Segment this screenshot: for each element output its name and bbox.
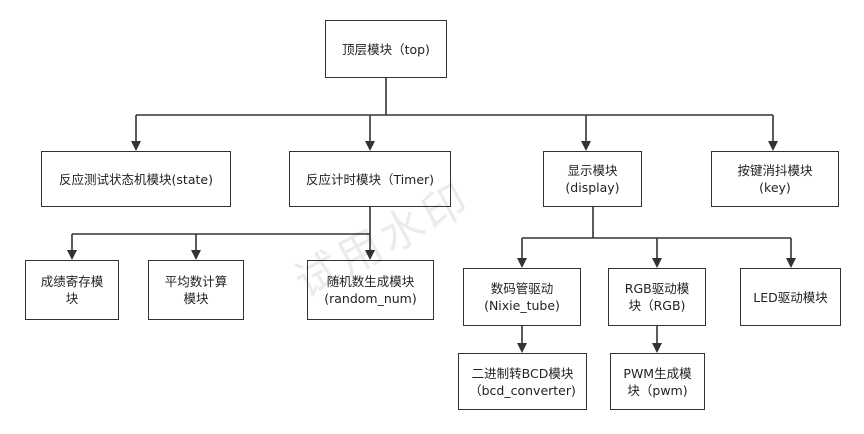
edge-top-bus: [135, 78, 774, 143]
node-state: 反应测试状态机模块(state): [41, 151, 231, 207]
arrow-nixie: [517, 258, 527, 268]
node-pwm: PWM生成模 块（pwm): [610, 353, 705, 410]
arrow-random: [365, 250, 375, 260]
node-bcd: 二进制转BCD模块 （bcd_converter): [458, 353, 587, 410]
node-timer: 反应计时模块（Timer): [289, 151, 451, 207]
arrow-score: [67, 250, 77, 260]
node-rgb: RGB驱动模 块（RGB): [608, 268, 706, 326]
node-top: 顶层模块（top): [325, 20, 447, 78]
arrow-display: [581, 141, 591, 151]
node-display: 显示模块 (display): [543, 151, 642, 207]
edge-timer-bus: [71, 206, 371, 252]
node-key: 按键消抖模块 (key): [711, 151, 839, 207]
arrow-state: [131, 141, 141, 151]
arrow-pwm: [652, 343, 662, 353]
edge-display-bus: [521, 206, 792, 260]
node-score: 成绩寄存模 块: [25, 260, 119, 320]
node-nixie: 数码管驱动 (Nixie_tube): [463, 268, 581, 326]
arrow-timer: [365, 141, 375, 151]
arrow-bcd: [517, 343, 527, 353]
node-led: LED驱动模块: [740, 268, 841, 326]
node-random: 随机数生成模块 (random_num): [307, 260, 434, 320]
node-avg: 平均数计算 模块: [148, 260, 244, 320]
arrow-led: [786, 258, 796, 268]
arrow-avg: [191, 250, 201, 260]
arrow-key: [768, 141, 778, 151]
arrow-rgb: [652, 258, 662, 268]
